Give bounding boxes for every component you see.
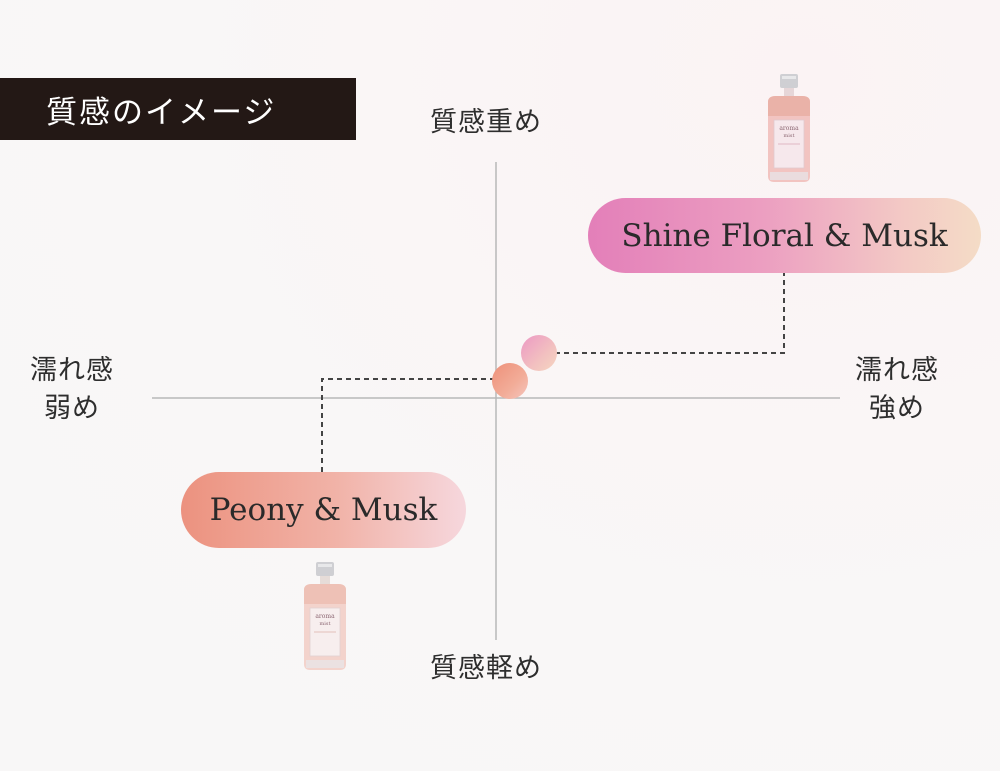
- peony-musk-label: Peony & Musk: [209, 492, 438, 528]
- peony-marker: [492, 363, 528, 399]
- bottle-bottom-brand: aroma: [315, 613, 335, 620]
- bottle-bottom-line: mist: [320, 621, 331, 627]
- axis-label-top: 質感重め: [430, 107, 542, 138]
- peony-musk-pill: Peony & Musk: [181, 472, 466, 548]
- axis-label-left: 濡れ感 弱め: [30, 352, 114, 428]
- page-title: 質感のイメージ: [46, 94, 277, 131]
- bottle-top-brand: aroma: [779, 125, 799, 132]
- shine-floral-marker: [521, 335, 557, 371]
- axis-label-left-line1: 濡れ感: [30, 355, 114, 386]
- shine-floral-bottle-image: aroma mist: [768, 74, 810, 182]
- shine-floral-musk-label: Shine Floral & Musk: [621, 217, 948, 254]
- axis-label-bottom: 質感軽め: [430, 653, 542, 684]
- leader-line-shine: [555, 273, 785, 354]
- peony-bottle-image: aroma mist: [304, 562, 346, 670]
- shine-floral-musk-pill: Shine Floral & Musk: [588, 198, 981, 273]
- axis-label-right: 濡れ感 強め: [855, 352, 939, 428]
- title-banner: 質感のイメージ: [0, 78, 356, 140]
- axis-label-right-line2: 強め: [869, 393, 925, 424]
- axis-label-right-line1: 濡れ感: [855, 355, 939, 386]
- leader-line-peony: [321, 378, 495, 472]
- bottle-top-line: mist: [784, 133, 795, 139]
- axis-label-left-line2: 弱め: [44, 393, 100, 424]
